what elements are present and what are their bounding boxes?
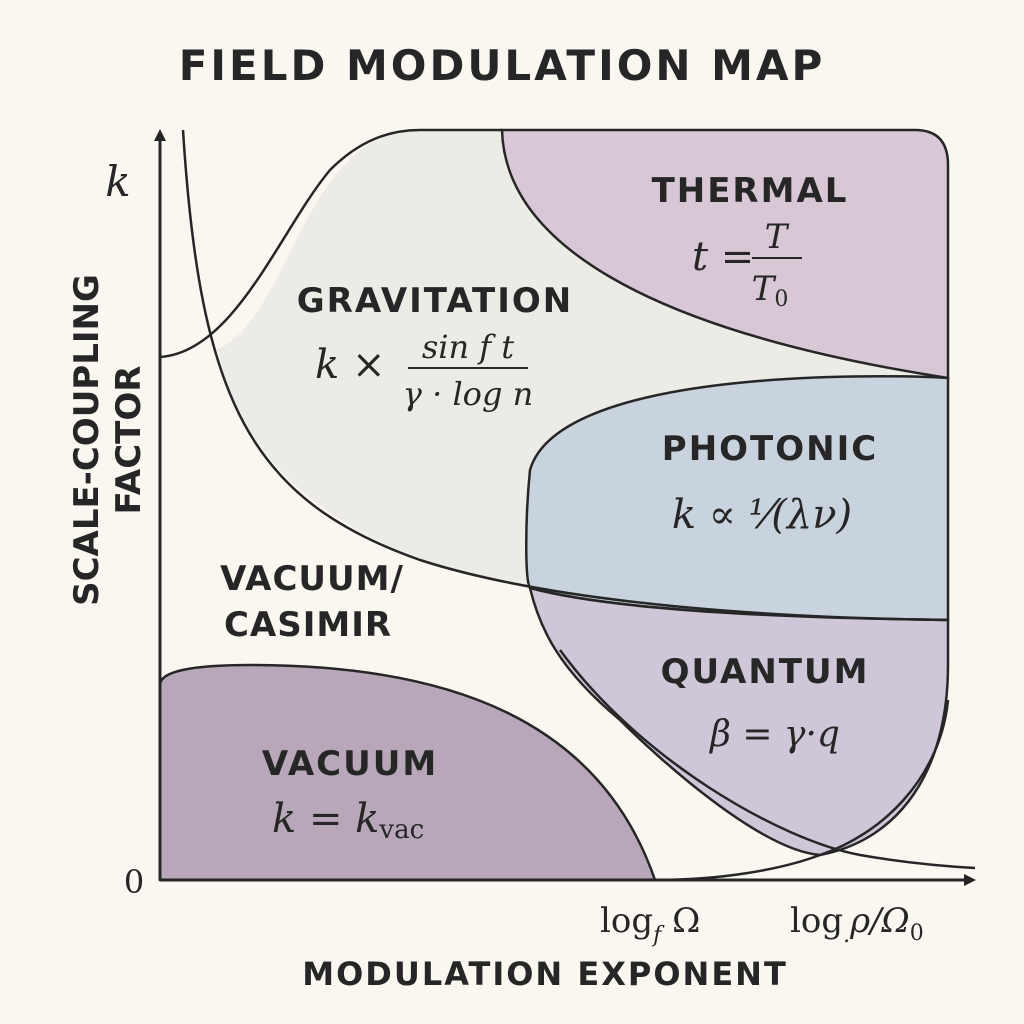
gravitation-lhs: k × bbox=[315, 342, 385, 388]
quantum-title: QUANTUM bbox=[661, 652, 870, 692]
origin-label: 0 bbox=[124, 863, 144, 901]
diagram-title: FIELD MODULATION MAP bbox=[179, 41, 826, 90]
quantum-region bbox=[528, 586, 950, 857]
vacuum-title: VACUUM bbox=[262, 744, 438, 784]
x-tick-log-f-omega: logf Ω bbox=[600, 901, 700, 948]
x-tick-log-rho-omega: log.ρ/Ω0 bbox=[790, 901, 924, 948]
quantum-lower-boundary bbox=[654, 699, 950, 882]
gravitation-denominator: γ · log n bbox=[403, 375, 533, 413]
vacuum-region bbox=[158, 663, 657, 882]
vacuum-casimir-title-line1: VACUUM/ bbox=[220, 559, 404, 599]
thermal-title: THERMAL bbox=[652, 171, 849, 211]
thermal-numerator: T bbox=[765, 217, 790, 257]
tail-curve bbox=[558, 649, 976, 870]
thermal-denominator: T0 bbox=[752, 269, 789, 312]
x-axis-label: MODULATION EXPONENT bbox=[302, 955, 788, 993]
svg-text:FACTOR: FACTOR bbox=[109, 366, 149, 515]
svg-text:SCALE-COUPLING: SCALE-COUPLING bbox=[67, 274, 107, 606]
vacuum-formula: k = kvac bbox=[272, 796, 424, 845]
gravitation-title: GRAVITATION bbox=[297, 281, 574, 321]
thermal-region bbox=[500, 128, 950, 380]
gravitation-boundary bbox=[159, 128, 502, 359]
coupling-curve bbox=[181, 129, 949, 622]
vacuum-casimir-title-line2: CASIMIR bbox=[224, 605, 392, 645]
y-axis-symbol: k bbox=[105, 157, 130, 206]
gravitation-numerator: sin f t bbox=[422, 328, 514, 366]
thermal-lhs: t = bbox=[692, 234, 754, 280]
photonic-formula: k ∝ ⅟(λν) bbox=[672, 492, 852, 538]
photonic-title: PHOTONIC bbox=[662, 429, 878, 469]
gravitation-region bbox=[210, 130, 948, 588]
y-axis-label: SCALE-COUPLING FACTOR bbox=[67, 274, 149, 606]
quantum-formula: β = γ·q bbox=[708, 714, 840, 755]
